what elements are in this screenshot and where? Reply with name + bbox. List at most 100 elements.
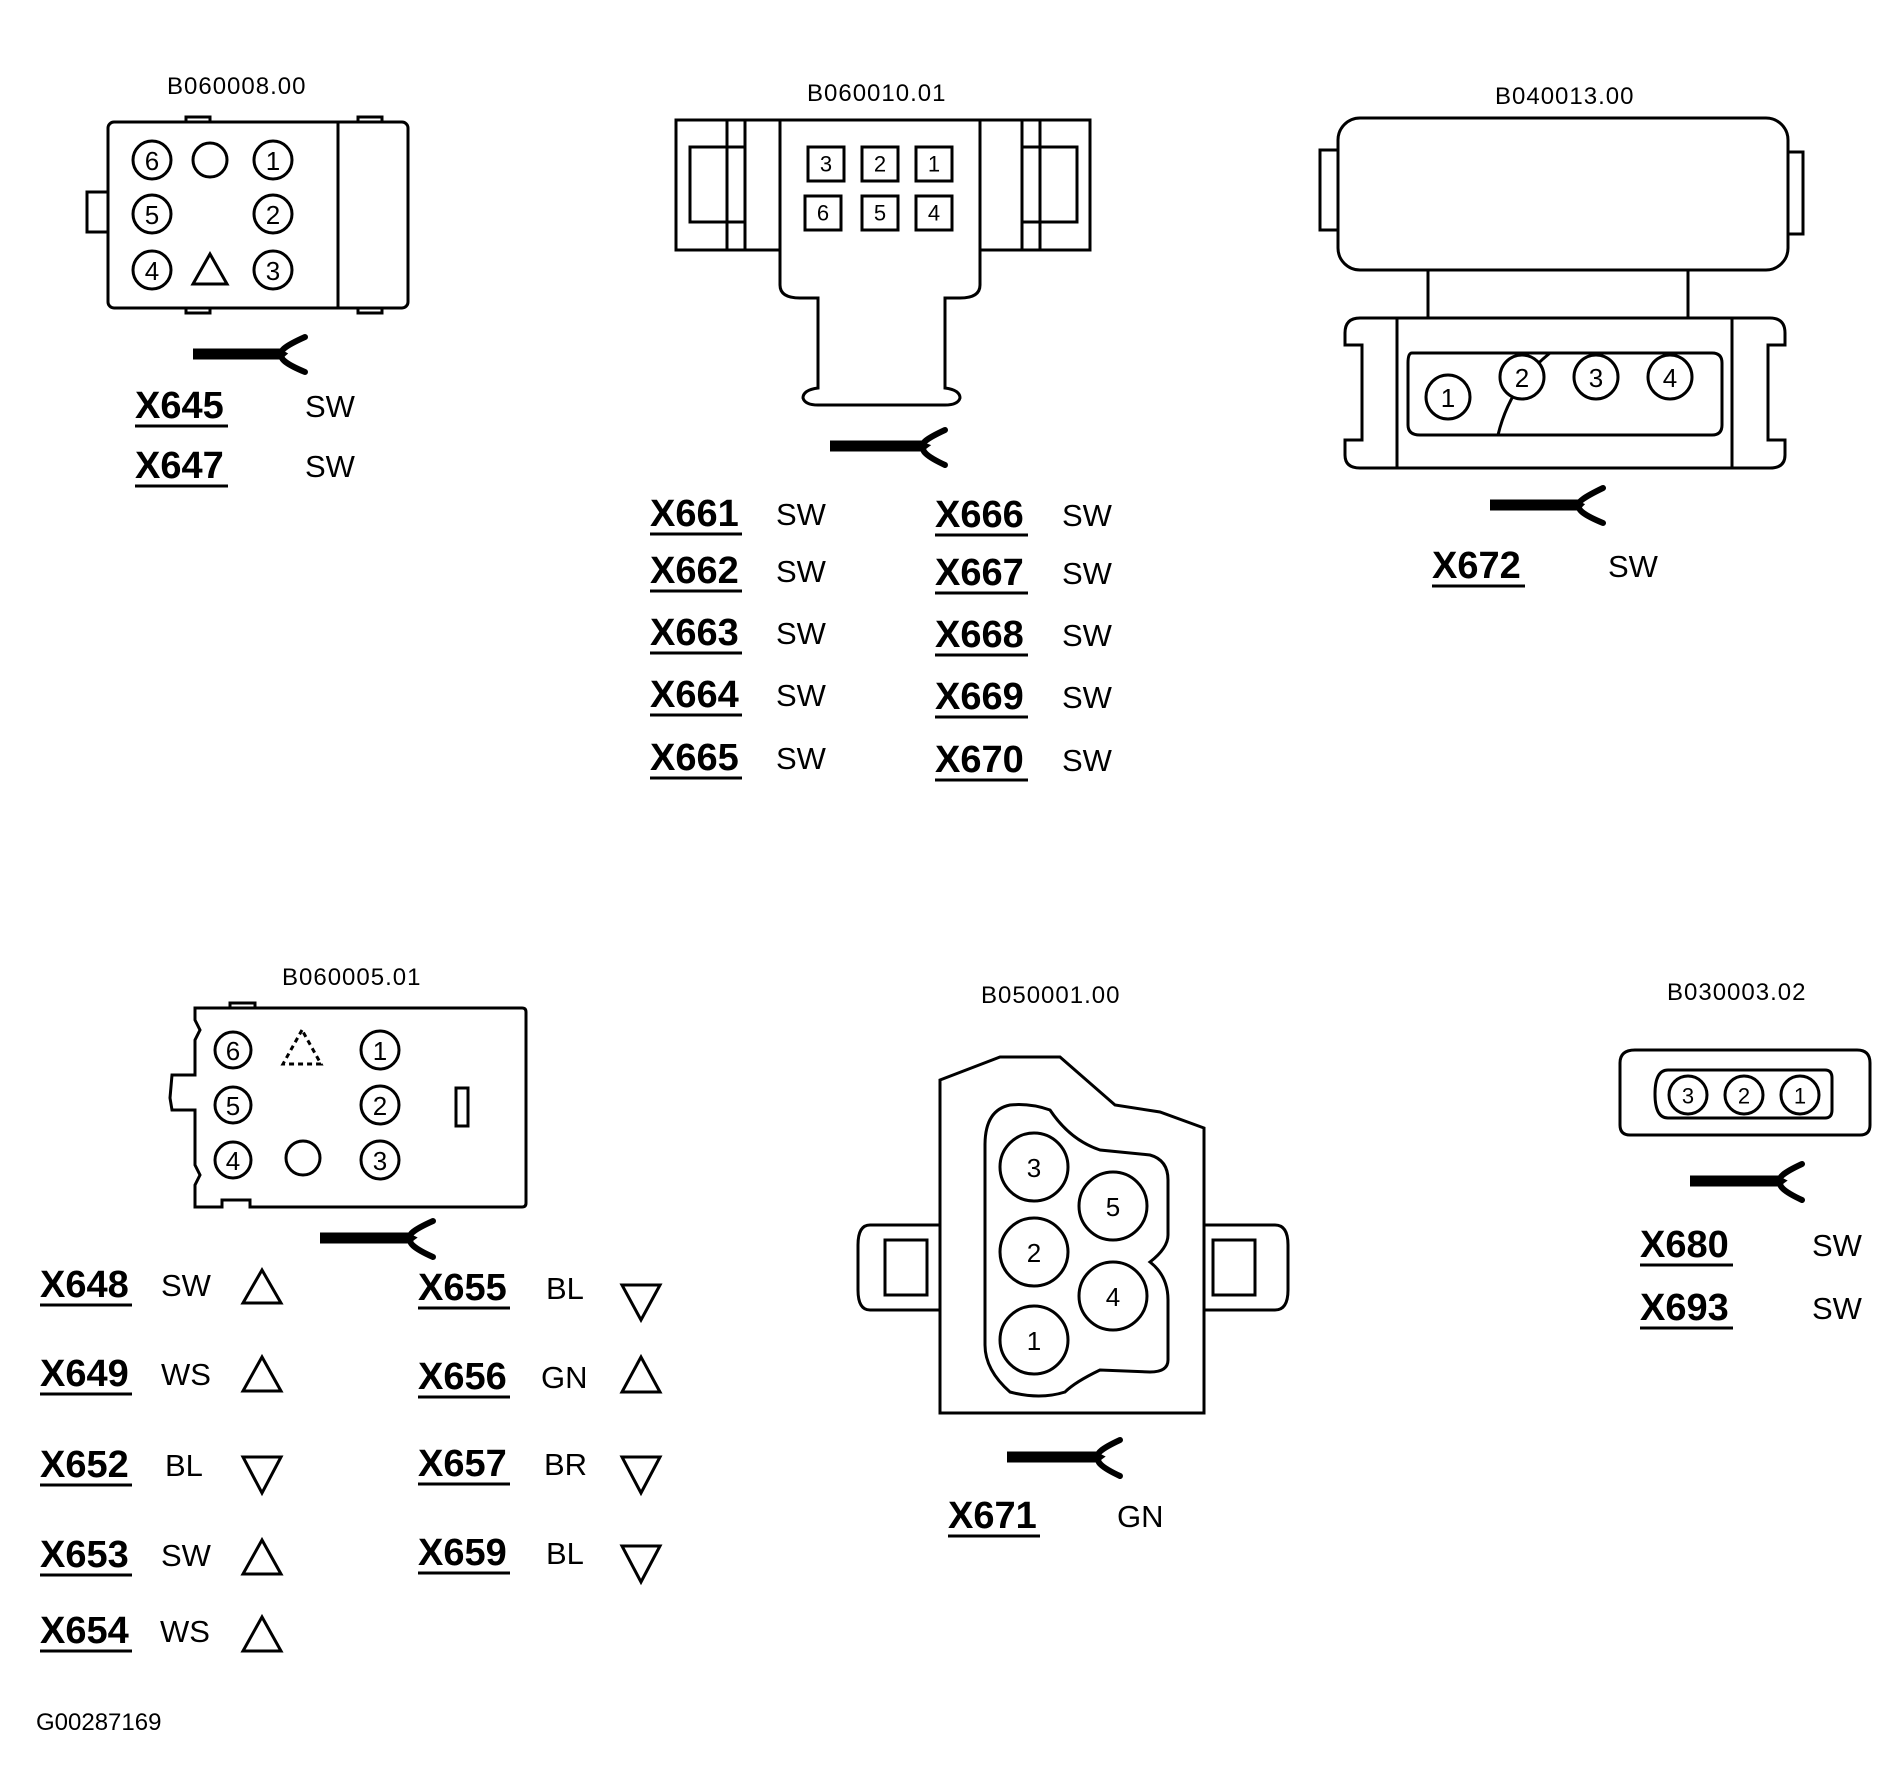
cable-icon (320, 1218, 436, 1260)
svg-text:SW: SW (776, 741, 827, 776)
svg-text:X667: X667 (935, 552, 1024, 594)
svg-text:3: 3 (1682, 1084, 1694, 1109)
svg-text:SW: SW (776, 616, 827, 651)
pin-6: 6 (803, 194, 843, 232)
figure-reference: G00287169 (36, 1709, 161, 1736)
cable-icon (1007, 1437, 1123, 1479)
pin-3: 3 (1667, 1074, 1709, 1116)
pin-2: 2 (252, 193, 294, 235)
pin-2: 2 (1498, 353, 1546, 401)
pin-4: 4 (1646, 353, 1694, 401)
part-number: B060010.01 (807, 80, 946, 107)
svg-text:SW: SW (161, 1268, 212, 1303)
down-triangle-icon (240, 1455, 284, 1497)
svg-text:X649: X649 (40, 1353, 129, 1395)
svg-text:X664: X664 (650, 674, 739, 716)
wire-entry: X655 BL (418, 1267, 663, 1324)
svg-text:6: 6 (145, 146, 159, 176)
svg-text:X672: X672 (1432, 545, 1521, 587)
pin-4: 4 (914, 194, 954, 232)
svg-text:5: 5 (226, 1091, 240, 1121)
svg-text:5: 5 (1106, 1192, 1120, 1222)
svg-text:X661: X661 (650, 493, 739, 535)
svg-text:BL: BL (546, 1271, 584, 1306)
svg-text:1: 1 (1441, 383, 1455, 413)
svg-text:SW: SW (776, 554, 827, 589)
up-triangle-icon (240, 1266, 284, 1305)
wire-entry: X649 WS (40, 1353, 284, 1396)
pin-1: 1 (252, 139, 294, 181)
wire-entry: X661 SW (650, 493, 827, 536)
wire-entry: X647 SW (135, 445, 356, 488)
svg-text:SW: SW (776, 497, 827, 532)
svg-text:4: 4 (145, 256, 159, 286)
svg-text:X668: X668 (935, 614, 1024, 656)
pin-1: 1 (914, 145, 954, 183)
svg-text:X657: X657 (418, 1443, 507, 1485)
connector-housing (168, 1001, 528, 1209)
svg-text:X653: X653 (40, 1534, 129, 1576)
pin-1: 1 (1779, 1074, 1821, 1116)
svg-text:SW: SW (1812, 1291, 1863, 1326)
svg-text:1: 1 (373, 1036, 387, 1066)
svg-text:X666: X666 (935, 494, 1024, 536)
svg-text:5: 5 (145, 200, 159, 230)
pin-3: 3 (359, 1139, 401, 1181)
svg-text:3: 3 (373, 1146, 387, 1176)
svg-text:WS: WS (161, 1357, 211, 1392)
cable-icon (1490, 485, 1606, 526)
svg-text:3: 3 (1589, 363, 1603, 393)
up-triangle-icon (240, 1613, 284, 1653)
wire-entry: X663 SW (650, 612, 827, 655)
svg-text:4: 4 (1663, 363, 1677, 393)
pin-3: 3 (998, 1131, 1070, 1203)
part-number: B050001.00 (981, 982, 1120, 1009)
svg-text:SW: SW (305, 449, 356, 484)
svg-text:2: 2 (874, 152, 886, 177)
svg-text:2: 2 (373, 1091, 387, 1121)
svg-text:SW: SW (1062, 618, 1113, 653)
svg-text:X647: X647 (135, 445, 224, 487)
svg-text:1: 1 (1027, 1326, 1041, 1356)
connector-b060008: B060008.00 6 1 5 2 4 3 X645 SW X647 (85, 73, 410, 488)
svg-text:WS: WS (160, 1614, 210, 1649)
up-triangle-icon (240, 1536, 284, 1576)
part-number: B060005.01 (282, 964, 421, 991)
svg-text:X655: X655 (418, 1267, 507, 1309)
pin-2: 2 (1723, 1074, 1765, 1116)
part-number: B040013.00 (1495, 83, 1634, 110)
svg-text:4: 4 (226, 1146, 240, 1176)
pin-3: 3 (1572, 353, 1620, 401)
cable-icon (830, 427, 948, 468)
dashed-triangle-icon (280, 1026, 324, 1066)
svg-text:X656: X656 (418, 1356, 507, 1398)
cable-icon (1690, 1161, 1805, 1203)
svg-text:SW: SW (1062, 556, 1113, 591)
up-triangle-icon (619, 1353, 663, 1394)
svg-text:6: 6 (817, 201, 829, 226)
part-number: B030003.02 (1667, 979, 1806, 1006)
svg-text:BL: BL (546, 1536, 584, 1571)
svg-text:X663: X663 (650, 612, 739, 654)
down-triangle-icon (619, 1455, 663, 1497)
svg-text:GN: GN (1117, 1499, 1164, 1534)
connector-housing (1318, 116, 1805, 470)
pin-4: 4 (1077, 1260, 1149, 1332)
pin-3: 3 (806, 145, 846, 183)
down-triangle-icon (619, 1544, 663, 1586)
